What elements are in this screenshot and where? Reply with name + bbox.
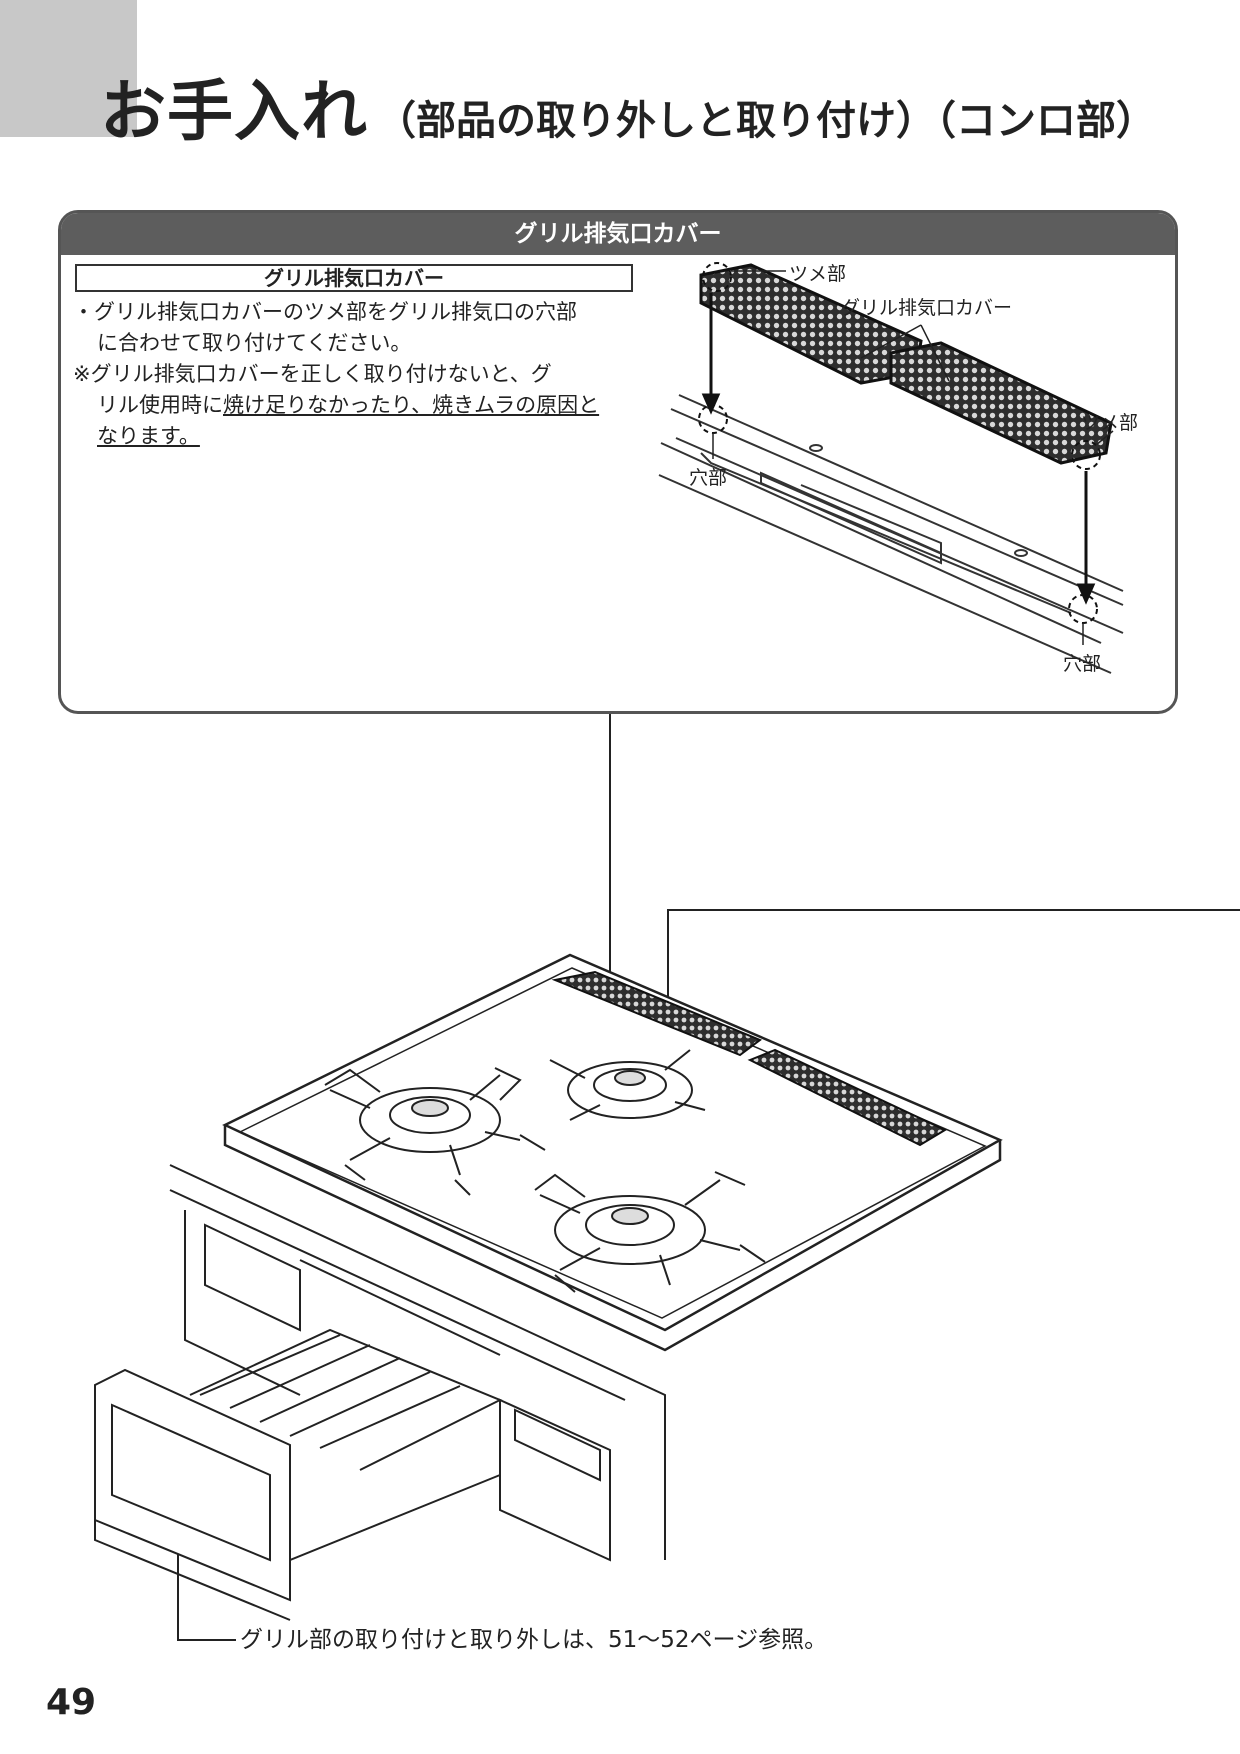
warning-underlined: 焼け足りなかったり、焼きムラの原因と [223, 393, 600, 417]
grill-cover-section: グリル排気口カバー グリル排気口カバー ・グリル排気口カバーのツメ部をグリル排気… [58, 210, 1178, 714]
footnote: グリル部の取り付けと取り外しは、51〜52ページ参照。 [240, 1627, 828, 1653]
corner-tab [0, 0, 137, 137]
tab-circle-right [1071, 440, 1101, 470]
burner-left [324, 1067, 546, 1196]
label-cover: グリル排気口カバー [841, 297, 1013, 319]
grill-drawer [94, 1328, 503, 1621]
instruction-text: ・グリル排気口カバーのツメ部をグリル排気口の穴部 に合わせて取り付けてください。 [73, 297, 577, 359]
warning-line: なります。 [73, 421, 599, 452]
cooktop-plate [222, 953, 1003, 1352]
page-number: 49 [46, 1682, 97, 1723]
instruction-line: に合わせて取り付けてください。 [97, 331, 412, 355]
grill-cover-diagram [658, 262, 1124, 674]
warning-line-plain: リル使用時に [97, 393, 223, 417]
burner-right [549, 1049, 706, 1121]
page-title-main: お手入れ [100, 73, 368, 150]
burner-front [534, 1171, 766, 1293]
tab-circle-top [702, 262, 732, 292]
page-title: お手入れ（部品の取り外しと取り付け）（コンロ部） [100, 58, 1156, 154]
warning-text: ※グリル排気口カバーを正しく取り付けないと、グ リル使用時に焼け足りなかったり、… [73, 359, 599, 452]
warning-underlined: なります。 [97, 424, 200, 448]
grill-outlet-frame [658, 394, 1124, 674]
instruction-line: ・グリル排気口カバーのツメ部をグリル排気口の穴部 [73, 300, 577, 324]
label-tab-right: ツメ部 [1081, 412, 1139, 434]
grill-outlet-on-cooktop [551, 970, 948, 1147]
page-title-sub: （部品の取り外しと取り付け）（コンロ部） [376, 98, 1156, 144]
warning-line: リル使用時に焼け足りなかったり、焼きムラの原因と [73, 390, 599, 421]
label-hole-left: 穴部 [689, 467, 728, 489]
cabinet [169, 1164, 666, 1562]
section-header: グリル排気口カバー [61, 213, 1175, 255]
label-tab-top: ツメ部 [789, 263, 847, 285]
grill-cover-right [889, 341, 1113, 465]
label-hole-right: 穴部 [1063, 653, 1102, 675]
sub-heading: グリル排気口カバー [75, 264, 633, 292]
warning-line: ※グリル排気口カバーを正しく取り付けないと、グ [73, 362, 552, 386]
